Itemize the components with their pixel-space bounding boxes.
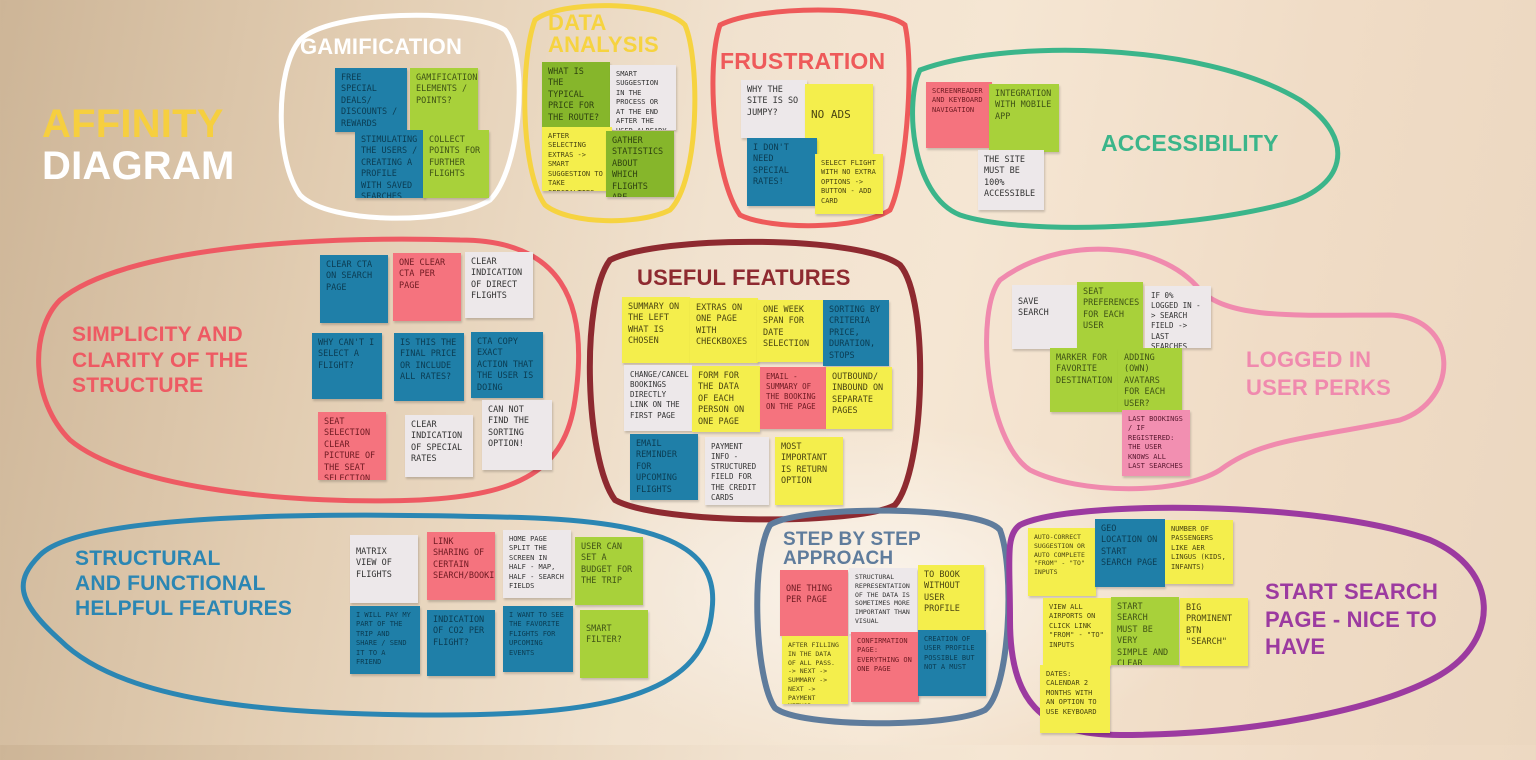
sticky-note: Payment info - structured field for the … — [705, 437, 769, 505]
sticky-note: The site must be 100% accessible — [978, 150, 1044, 210]
sticky-note: Smart filter? — [580, 610, 648, 678]
cluster-title-line: CLARITY OF THE — [72, 348, 249, 372]
cluster-title-line: START SEARCH — [1265, 579, 1439, 604]
sticky-note: Sorting by criteria price, duration, sto… — [823, 300, 889, 366]
sticky-note: Home page split the screen in half - map… — [503, 530, 571, 598]
cluster-title-line: HAVE — [1265, 634, 1326, 659]
cluster-title-start-search: START SEARCH PAGE - NICE TO HAVE — [1265, 578, 1438, 661]
sticky-note: Summary on the left what is chosen — [622, 297, 690, 363]
sticky-note: Why can't I select a flight? — [312, 333, 382, 399]
sticky-note: Seat selection clear picture of the seat… — [318, 412, 386, 480]
sticky-note: I want to see the favorite flights for u… — [503, 606, 573, 672]
sticky-note: Extras on one page with checkboxes — [690, 298, 758, 363]
sticky-note: Seat preferences for each user — [1077, 282, 1143, 350]
cluster-title-line: LOGGED IN — [1246, 347, 1372, 372]
sticky-note: One week span for date selection — [757, 300, 823, 362]
cluster-title-line: PAGE - NICE TO — [1265, 606, 1437, 632]
sticky-note: Matrix view of flights — [350, 535, 418, 603]
sticky-note: Structural representation of the data is… — [849, 568, 917, 634]
sticky-note: Free special deals/ discounts / rewards — [335, 68, 407, 132]
cluster-title-line: DATA — [548, 10, 607, 35]
cluster-title-line: USER PERKS — [1246, 374, 1392, 400]
cluster-title-accessibility: ACCESSIBILITY — [1101, 130, 1279, 156]
sticky-note: Change/cancel bookings directly link on … — [624, 365, 692, 431]
title-line-affinity: AFFINITY — [42, 102, 224, 146]
cluster-title-line: APPROACH — [783, 548, 894, 569]
sticky-note: Clear indication of special rates — [405, 415, 473, 477]
sticky-note: To book without user profile — [918, 565, 984, 631]
sticky-note: Confirmation page: everything on one pag… — [851, 632, 919, 702]
cluster-title-frustration: FRUSTRATION — [720, 48, 886, 74]
cluster-title-structural: STRUCTURAL AND FUNCTIONAL HELPFUL FEATUR… — [75, 546, 292, 622]
sticky-note: Adding (own) avatars for each user? — [1118, 348, 1182, 412]
sticky-note: User can set a budget for the trip — [575, 537, 643, 605]
sticky-note: One thing per page — [780, 570, 848, 636]
cluster-title-simplicity: SIMPLICITY AND CLARITY OF THE STRUCTURE — [72, 322, 248, 399]
sticky-note: View all airports on click link "from" -… — [1043, 598, 1111, 666]
cluster-title-logged-in: LOGGED IN USER PERKS — [1246, 346, 1391, 401]
sticky-note: If 0% logged in -> search field -> last … — [1145, 286, 1211, 348]
sticky-note: What is the typical price for the route? — [542, 62, 610, 128]
title-line-diagram: DIAGRAM — [42, 144, 235, 188]
cluster-title-line: SIMPLICITY AND — [72, 323, 243, 346]
sticky-note: One clear CTA per page — [393, 253, 461, 321]
sticky-note: Auto-correct suggestion or auto complete… — [1028, 528, 1096, 596]
sticky-note: Outbound/ inbound on separate pages — [826, 367, 892, 429]
sticky-note: Gather statistics about which flights ar… — [606, 131, 674, 197]
sticky-note: Start search must be very simple and cle… — [1111, 597, 1179, 665]
sticky-note: Gamification elements / points? — [410, 68, 478, 130]
sticky-note: Integration with mobile app — [989, 84, 1059, 152]
cluster-title-line: STEP BY STEP — [783, 529, 921, 550]
sticky-note: Is this the final price or include all r… — [394, 333, 464, 401]
sticky-note: After selecting extras -> smart suggesti… — [542, 127, 612, 191]
sticky-note: I will pay my part of the trip and share… — [350, 606, 420, 674]
cluster-title-line: HELPFUL FEATURES — [75, 597, 293, 621]
cluster-title-data-analysis: DATA ANALYSIS — [548, 12, 659, 56]
cluster-title-line: STRUCTURAL — [75, 547, 221, 570]
sticky-note: Indication of CO2 per flight? — [427, 610, 495, 676]
sticky-note: Email - summary of the booking on the pa… — [760, 367, 826, 429]
sticky-note: After filling in the data of all pass. -… — [782, 636, 848, 704]
sticky-note: Last bookings / if registered: the user … — [1122, 410, 1190, 476]
sticky-note: Number of passengers like Aer Lingus (ki… — [1165, 520, 1233, 584]
sticky-note: Geo location on start search page — [1095, 519, 1165, 587]
sticky-note: Form for the data of each person on one … — [692, 366, 760, 432]
sticky-note: I don't need special rates! — [747, 138, 817, 206]
sticky-note: Why the site is so jumpy? — [741, 80, 807, 138]
sticky-note: Creation of user profile possible but no… — [918, 630, 986, 696]
sticky-note: Big prominent btn "search" — [1180, 598, 1248, 666]
sticky-note: Stimulating the users / creating a profi… — [355, 130, 425, 198]
sticky-note: Can not find the sorting option! — [482, 400, 552, 470]
sticky-note: Clear indication of direct flights — [465, 252, 533, 318]
cluster-title-step-by-step: STEP BY STEP APPROACH — [783, 530, 921, 568]
sticky-note: Marker for favorite destination — [1050, 348, 1118, 412]
sticky-note: Dates: calendar 2 months with an option … — [1040, 665, 1110, 733]
cluster-title-useful-features: USEFUL FEATURES — [637, 265, 851, 290]
sticky-note: Select flight with no extra options -> b… — [815, 154, 883, 214]
sticky-note: CTA copy exact action that the user is d… — [471, 332, 543, 398]
sticky-note: Clear CTA on search page — [320, 255, 388, 323]
sticky-note: Email reminder for upcoming flights — [630, 434, 698, 500]
sticky-note: Screenreader and keyboard navigation — [926, 82, 992, 148]
sticky-note: Link sharing of certain search/booking — [427, 532, 495, 600]
cluster-title-line: STRUCTURE — [72, 374, 204, 398]
sticky-note: Save search — [1012, 285, 1077, 349]
sticky-note: Most important is return option — [775, 437, 843, 505]
cluster-title-line: ANALYSIS — [548, 32, 659, 57]
cluster-title-gamification: GAMIFICATION — [300, 34, 463, 59]
cluster-title-line: AND FUNCTIONAL — [75, 572, 266, 596]
sticky-note: Smart suggestion in the process or at th… — [610, 65, 676, 130]
sticky-note: Collect points for further flights — [423, 130, 489, 198]
diagram-title: AFFINITY DIAGRAM — [42, 104, 235, 186]
